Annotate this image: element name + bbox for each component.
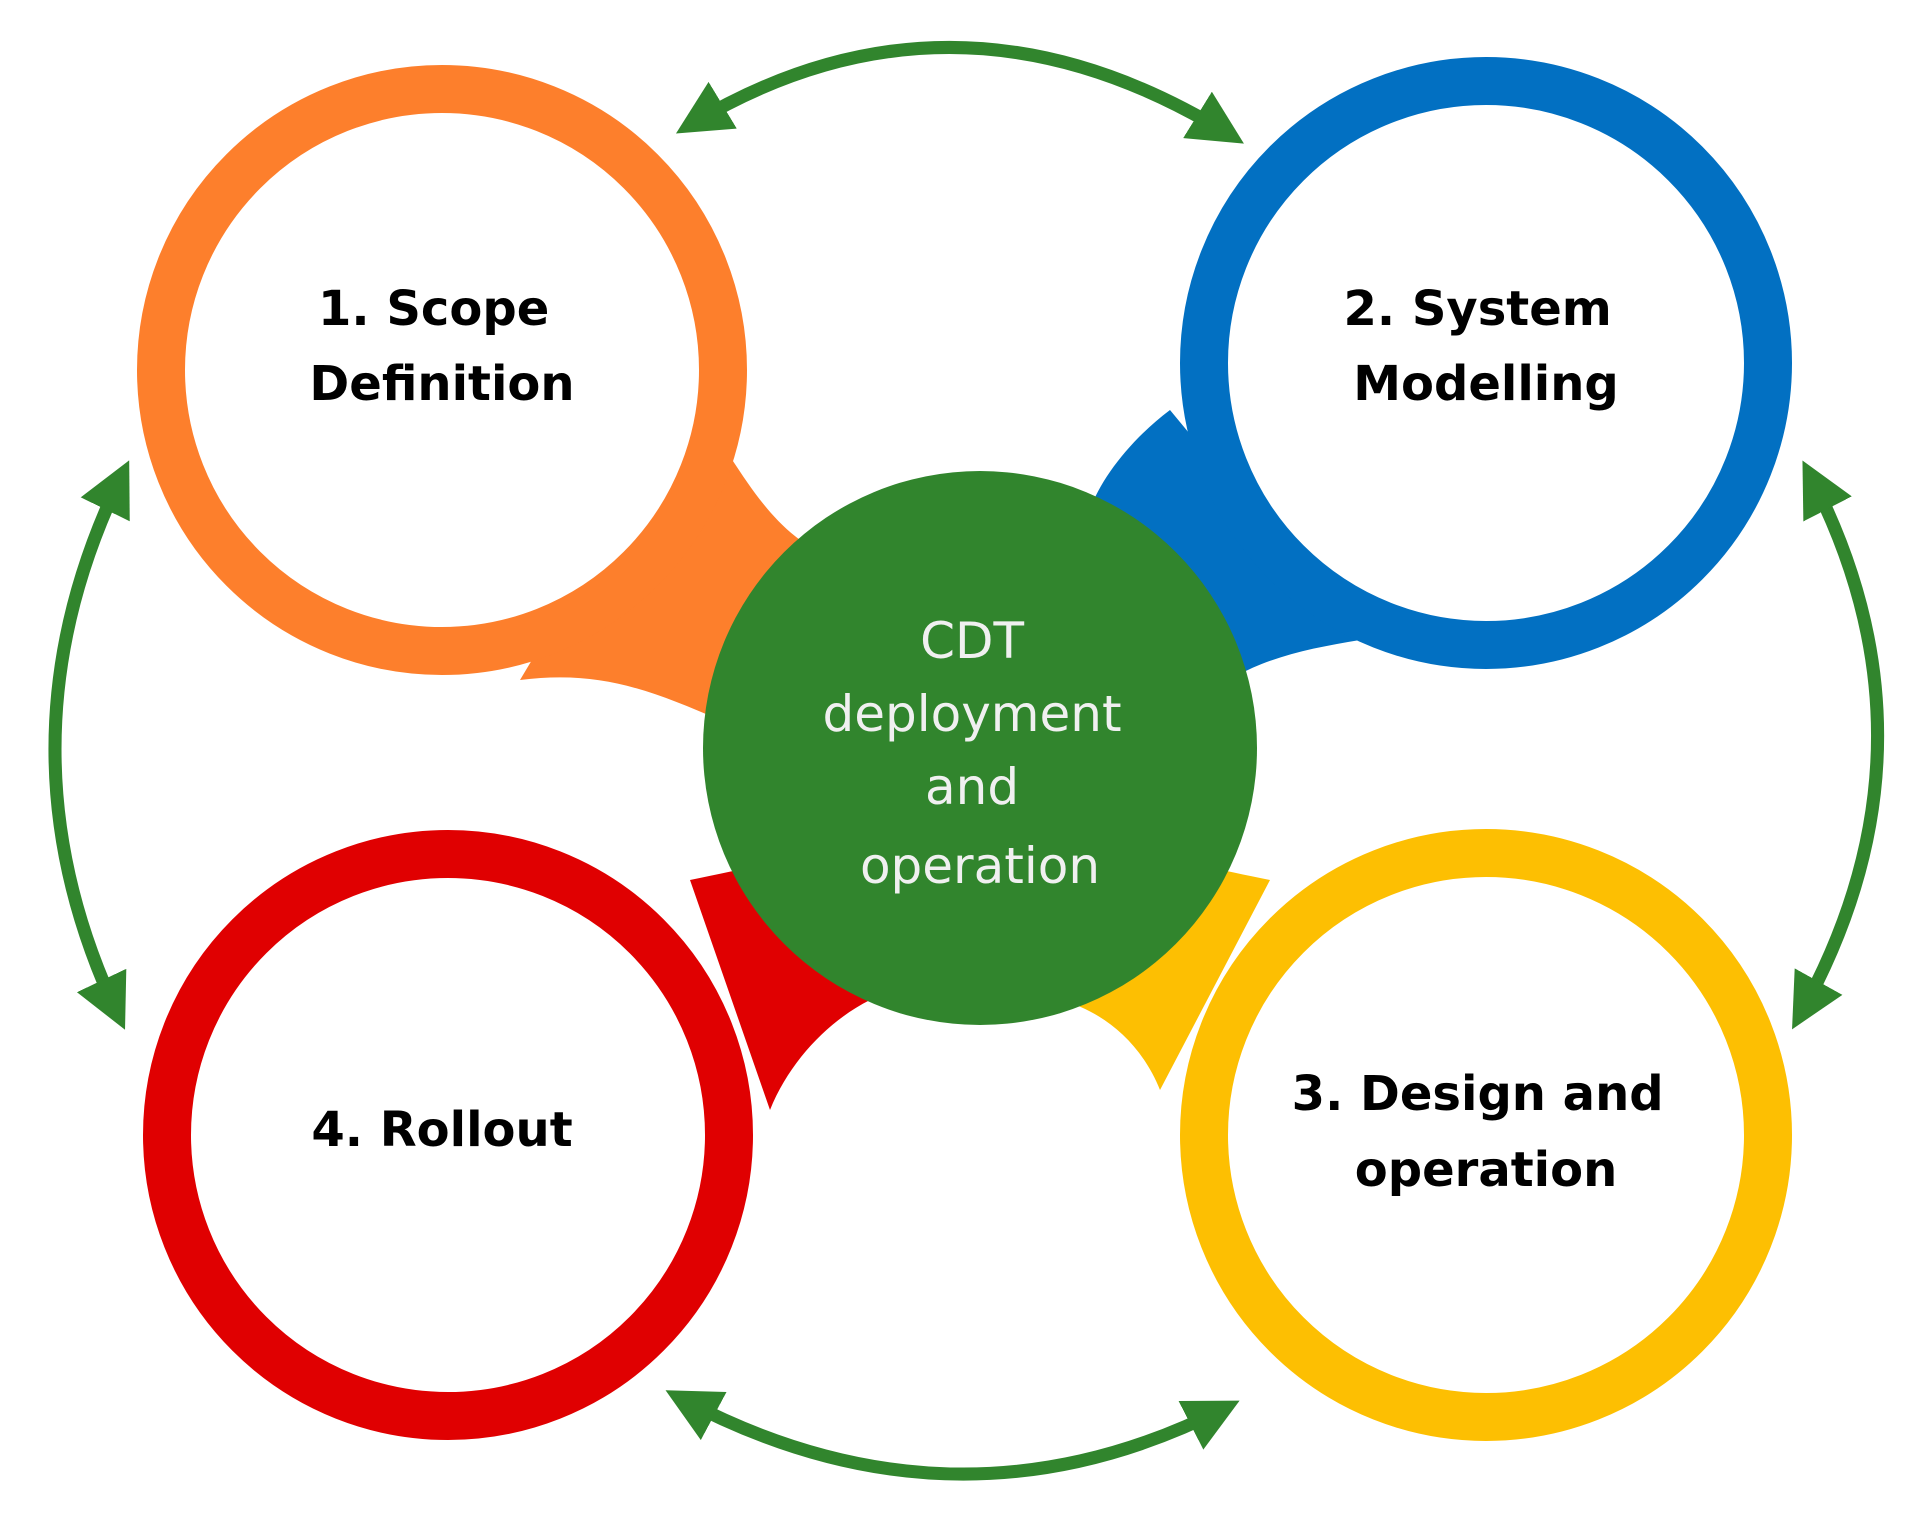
stage-label-rollout: 4. Rollout xyxy=(311,1102,572,1158)
connector-design-and-operation xyxy=(1060,860,1270,1090)
stage-label-system-modelling: 2. System Modelling xyxy=(1343,281,1628,412)
ring-scope-definition xyxy=(137,65,747,675)
stage-label-line: 4. Rollout xyxy=(311,1102,572,1158)
stage-label-line: 1. Scope xyxy=(318,281,549,337)
center-label-line: deployment xyxy=(823,685,1122,743)
stage-label-line: Definition xyxy=(309,356,574,412)
center-hub xyxy=(703,471,1257,1025)
center-label-line: operation xyxy=(860,837,1100,895)
arrow-scope-to-system xyxy=(675,40,1244,144)
stage-label-line: Modelling xyxy=(1353,356,1619,412)
ring-rollout xyxy=(143,830,753,1440)
stage-label-line: 3. Design and xyxy=(1292,1066,1664,1122)
arrow-design-to-rollout xyxy=(665,1390,1240,1481)
center-label: CDT deployment and operation xyxy=(823,612,1138,895)
stage-label-scope-definition: 1. Scope Definition xyxy=(309,281,574,412)
ring-design-and-operation xyxy=(1180,829,1792,1441)
stage-labels: 1. Scope Definition 2. System Modelling … xyxy=(309,281,1681,1198)
stage-label-line: 2. System xyxy=(1343,281,1611,337)
cycle-arrows xyxy=(48,40,1885,1481)
center-label-line: CDT xyxy=(920,612,1024,670)
ring-system-modelling xyxy=(1180,57,1792,669)
arrow-rollout-to-scope xyxy=(48,460,130,1030)
center-label-line: and xyxy=(925,758,1019,816)
stage-label-design-and-operation: 3. Design and operation xyxy=(1292,1066,1681,1198)
stage-rings xyxy=(137,57,1792,1441)
arrow-system-to-design xyxy=(1792,460,1885,1030)
connector-system-modelling xyxy=(1090,410,1360,700)
stage-label-line: operation xyxy=(1355,1142,1618,1198)
